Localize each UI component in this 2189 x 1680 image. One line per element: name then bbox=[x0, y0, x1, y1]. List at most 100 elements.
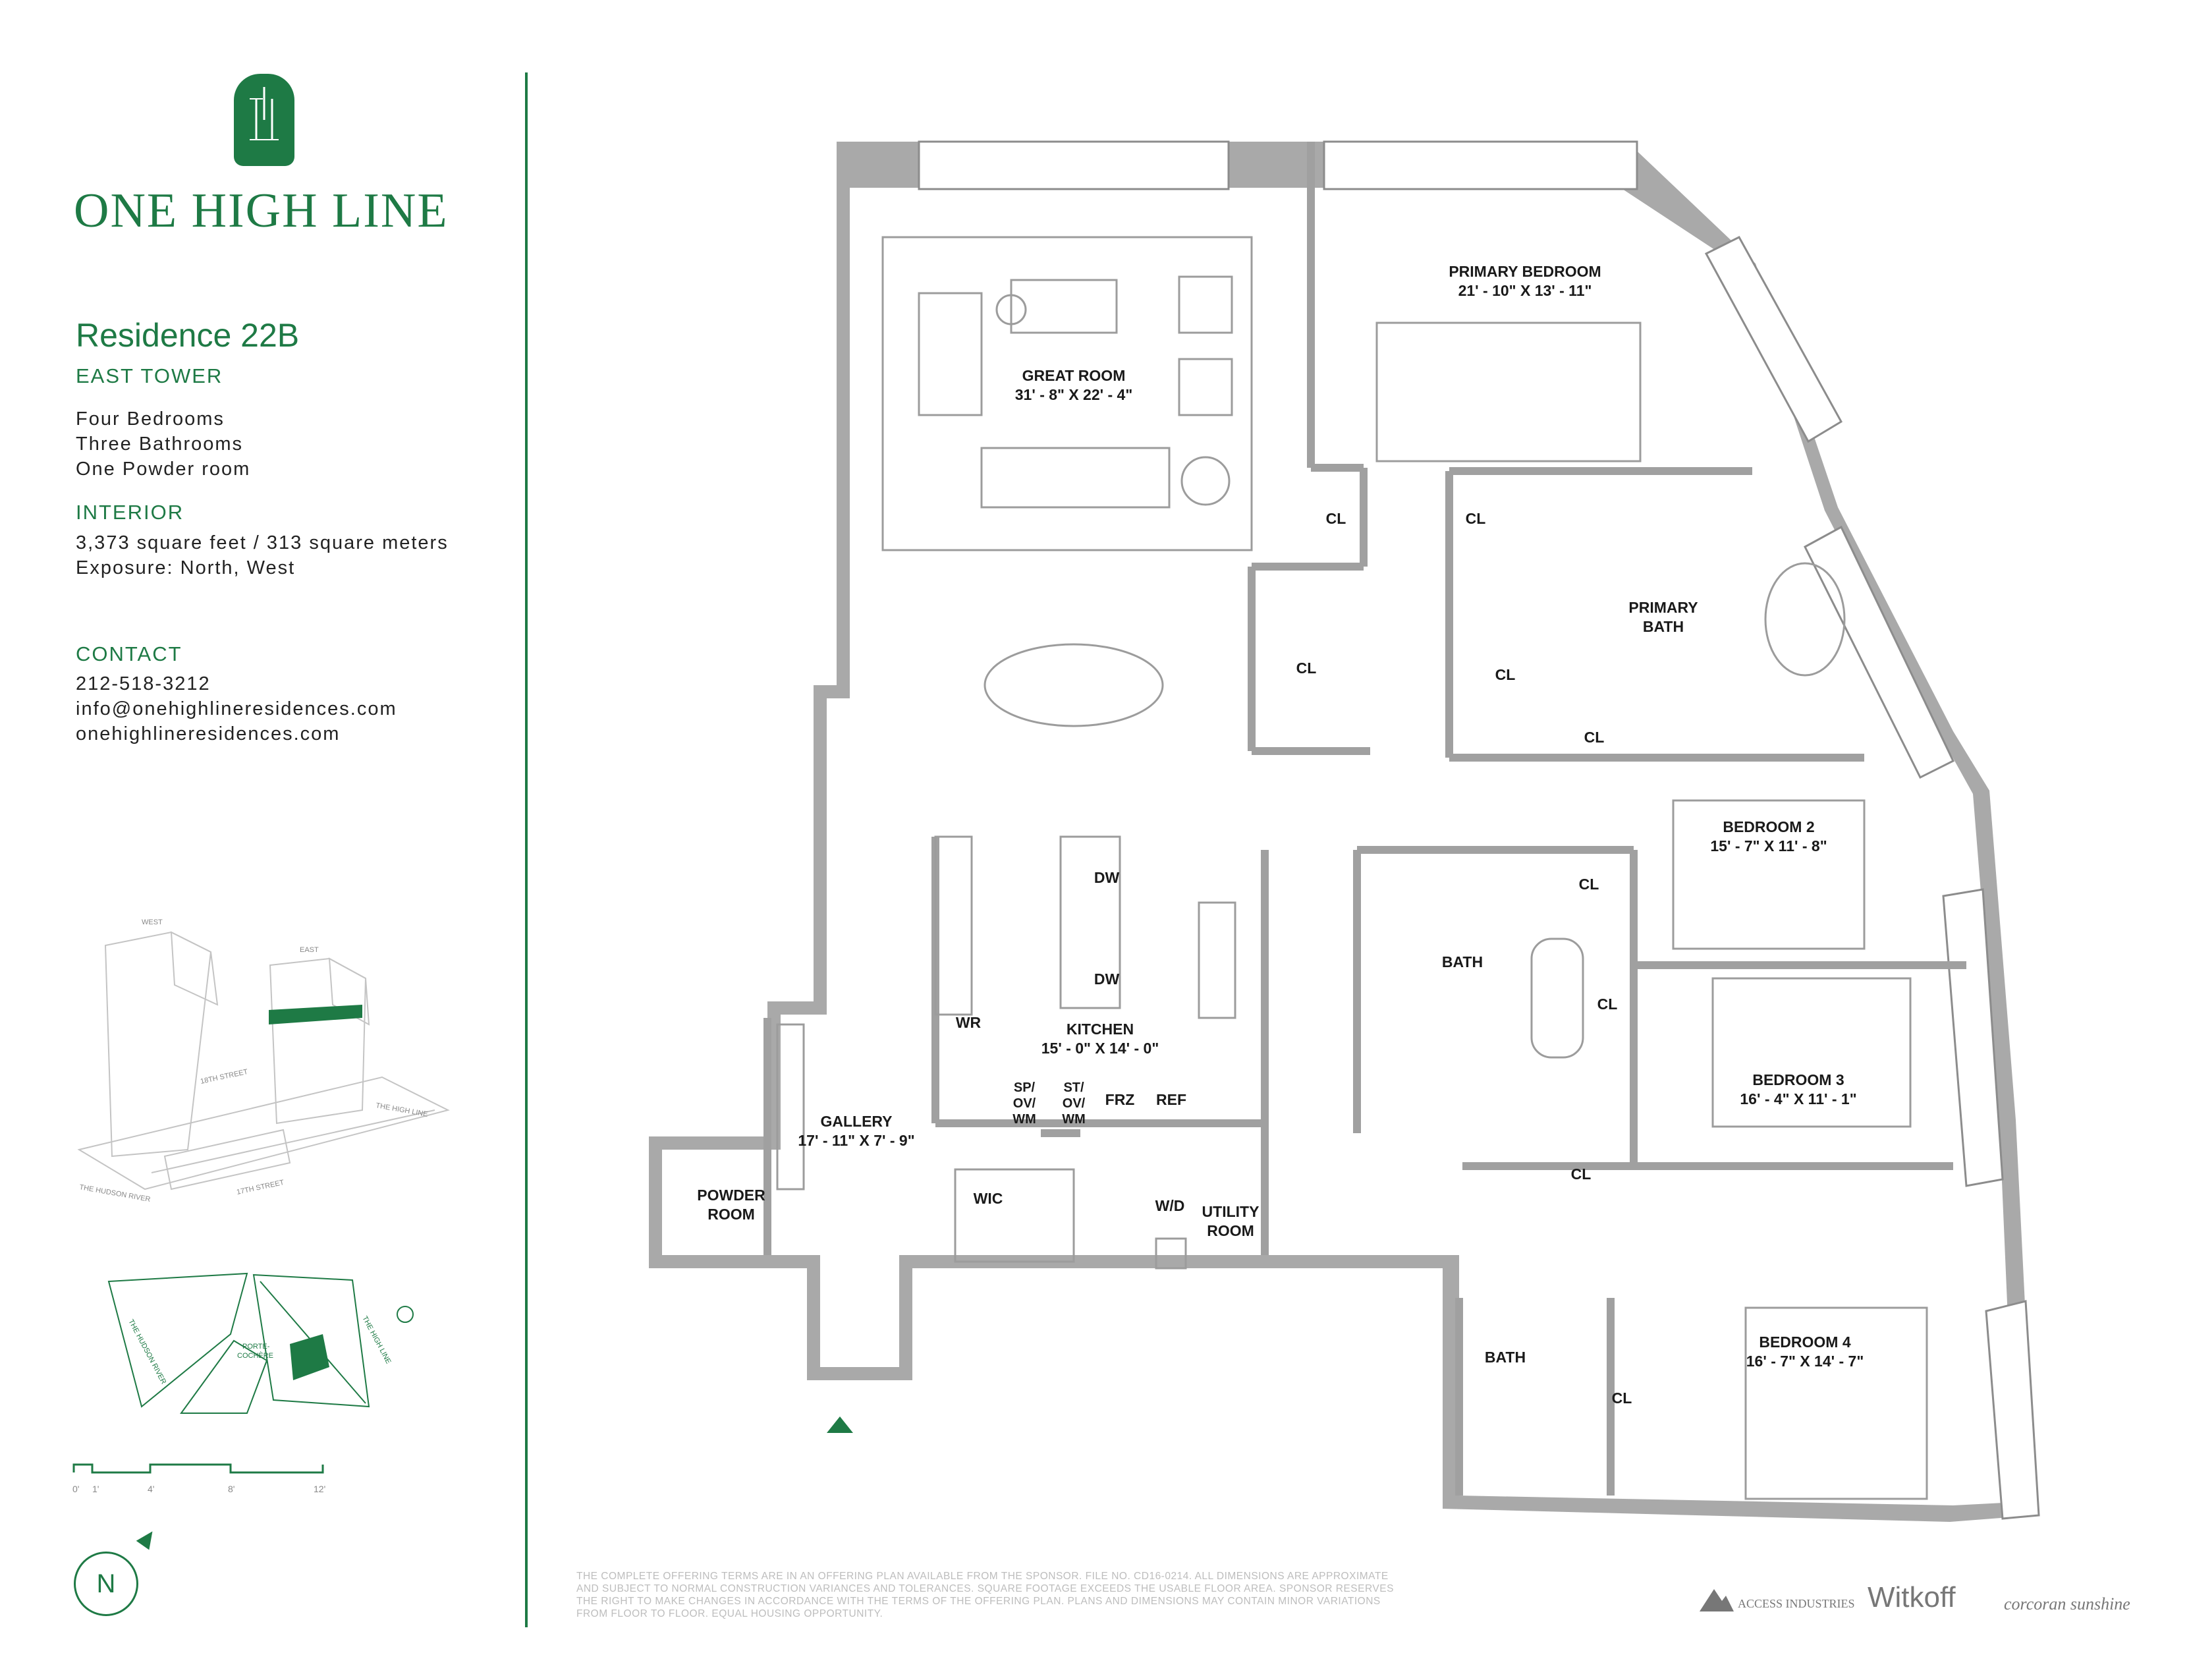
entry-arrow-icon bbox=[827, 1416, 853, 1433]
label-utility-2: ROOM bbox=[1207, 1222, 1254, 1239]
contact-heading: CONTACT bbox=[76, 642, 182, 665]
feature-bathrooms: Three Bathrooms bbox=[76, 434, 244, 455]
window-bedroom-4 bbox=[1985, 1300, 2040, 1520]
label-powder-2: ROOM bbox=[707, 1206, 755, 1223]
access-industries-logo: ACCESS INDUSTRIES bbox=[1700, 1586, 1855, 1616]
label-great-room: GREAT ROOM bbox=[1022, 367, 1126, 384]
residence-title: Residence 22B bbox=[76, 317, 300, 354]
sofa-left bbox=[918, 292, 983, 416]
label-ref: REF bbox=[1156, 1091, 1186, 1108]
wic-closet bbox=[954, 1168, 1075, 1263]
dims-bedroom-4: 16' - 7" X 14' - 7" bbox=[1746, 1353, 1864, 1370]
dims-kitchen: 15' - 0" X 14' - 0" bbox=[1041, 1040, 1159, 1057]
label-cl-9: CL bbox=[1612, 1389, 1632, 1407]
label-bedroom-2: BEDROOM 2 bbox=[1723, 818, 1814, 835]
feature-powder: One Powder room bbox=[76, 459, 251, 480]
sofa-bottom bbox=[980, 447, 1171, 509]
brand-name: ONE HIGH LINE bbox=[74, 184, 449, 238]
label-cl-2: CL bbox=[1466, 510, 1486, 527]
legal-disclaimer: THE COMPLETE OFFERING TERMS ARE IN AN OF… bbox=[576, 1571, 1394, 1619]
label-primary-bedroom: PRIMARY BEDROOM bbox=[1449, 263, 1601, 280]
dining-table bbox=[984, 643, 1164, 727]
site-plan: THE HUDSON RIVER THE HIGH LINE PORTE- CO… bbox=[107, 1272, 414, 1414]
scale-4: 4' bbox=[148, 1484, 154, 1494]
site-label-cochere: COCHÈRE bbox=[237, 1351, 273, 1360]
bathtub-primary bbox=[1764, 562, 1846, 677]
label-cl-3: CL bbox=[1296, 659, 1317, 677]
primary-bed bbox=[1375, 322, 1642, 462]
contact-phone[interactable]: 212-518-3212 bbox=[76, 673, 211, 694]
kitchen-island bbox=[1059, 835, 1121, 1009]
label-sp-2: OV/ bbox=[1013, 1096, 1036, 1111]
axo-label-west: WEST bbox=[142, 918, 163, 926]
ottoman bbox=[1010, 279, 1118, 334]
access-industries-text: ACCESS INDUSTRIES bbox=[1738, 1597, 1855, 1610]
logo-badge bbox=[234, 74, 294, 166]
label-cl-8: CL bbox=[1571, 1165, 1592, 1183]
label-utility: UTILITY bbox=[1202, 1203, 1260, 1220]
feature-bedrooms: Four Bedrooms bbox=[76, 408, 225, 430]
label-bath-a: BATH bbox=[1442, 953, 1483, 970]
bed-2 bbox=[1672, 799, 1866, 950]
scale-12: 12' bbox=[314, 1484, 325, 1494]
label-st-3: WM bbox=[1062, 1112, 1086, 1127]
site-label-porte: PORTE- bbox=[242, 1343, 270, 1351]
dims-gallery: 17' - 11" X 7' - 9" bbox=[798, 1132, 914, 1149]
cooktop bbox=[1198, 901, 1236, 1019]
label-wic: WIC bbox=[974, 1190, 1003, 1207]
logo-mark-icon bbox=[250, 87, 279, 140]
label-st-2: OV/ bbox=[1063, 1096, 1086, 1111]
label-cl-4: CL bbox=[1495, 666, 1516, 683]
scale-1: 1' bbox=[92, 1484, 99, 1494]
label-wr: WR bbox=[956, 1014, 982, 1031]
mountain-icon bbox=[1700, 1589, 1734, 1611]
dims-great-room: 31' - 8" X 22' - 4" bbox=[1015, 386, 1133, 403]
kitchen-counter bbox=[934, 835, 973, 1016]
window-primary-bedroom bbox=[1323, 140, 1638, 190]
label-bedroom-3: BEDROOM 3 bbox=[1752, 1071, 1844, 1088]
interior-area: 3,373 square feet / 313 square meters bbox=[76, 532, 449, 553]
witkoff-logo: Witkoff bbox=[1868, 1581, 1956, 1613]
gallery-bench bbox=[776, 1023, 805, 1190]
label-kitchen: KITCHEN bbox=[1067, 1021, 1134, 1038]
label-cl-1: CL bbox=[1326, 510, 1346, 527]
armchair-2 bbox=[1178, 358, 1233, 416]
interior-exposure: Exposure: North, West bbox=[76, 557, 296, 578]
label-sp-3: WM bbox=[1012, 1112, 1036, 1127]
side-table bbox=[995, 294, 1027, 325]
label-dw-1: DW bbox=[1094, 869, 1120, 886]
interior-heading: INTERIOR bbox=[76, 501, 184, 524]
coffee-table-round bbox=[1180, 456, 1231, 506]
label-primary-bath-2: BATH bbox=[1643, 618, 1684, 635]
label-cl-7: CL bbox=[1597, 995, 1618, 1013]
bed-4 bbox=[1744, 1306, 1928, 1500]
label-powder: POWDER bbox=[697, 1187, 765, 1204]
label-dw-2: DW bbox=[1094, 970, 1120, 988]
sidebar: ONE HIGH LINE Residence 22B EAST TOWER F… bbox=[0, 0, 527, 1680]
washer-dryer bbox=[1155, 1237, 1187, 1270]
axo-label-east: EAST bbox=[300, 946, 319, 954]
label-wd: W/D bbox=[1155, 1197, 1185, 1214]
label-st-1: ST/ bbox=[1063, 1080, 1084, 1095]
label-frz: FRZ bbox=[1105, 1091, 1135, 1108]
scale-8: 8' bbox=[228, 1484, 235, 1494]
label-sp-1: SP/ bbox=[1014, 1080, 1036, 1095]
contact-website[interactable]: onehighlineresidences.com bbox=[76, 723, 341, 744]
label-primary-bath: PRIMARY bbox=[1628, 599, 1698, 616]
label-cl-6: CL bbox=[1579, 876, 1599, 893]
dims-primary-bedroom: 21' - 10" X 13' - 11" bbox=[1458, 282, 1592, 299]
building-axonometric: WEST EAST 18TH STREET THE HIGH LINE 17TH… bbox=[77, 918, 450, 1204]
bed-3 bbox=[1711, 977, 1912, 1128]
scale-bar: 0' 1' 4' 8' 12' bbox=[72, 1463, 325, 1494]
residence-tower: EAST TOWER bbox=[76, 364, 223, 387]
armchair-1 bbox=[1178, 275, 1233, 334]
window-primary-east bbox=[1704, 236, 1843, 443]
contact-email[interactable]: info@onehighlineresidences.com bbox=[76, 698, 397, 719]
north-compass-icon: N bbox=[74, 1552, 138, 1616]
window-great-room bbox=[918, 140, 1230, 190]
great-room-rug bbox=[881, 236, 1253, 551]
dims-bedroom-3: 16' - 4" X 11' - 1" bbox=[1740, 1090, 1856, 1107]
bathtub-bath bbox=[1530, 938, 1584, 1059]
dims-bedroom-2: 15' - 7" X 11' - 8" bbox=[1710, 837, 1827, 854]
